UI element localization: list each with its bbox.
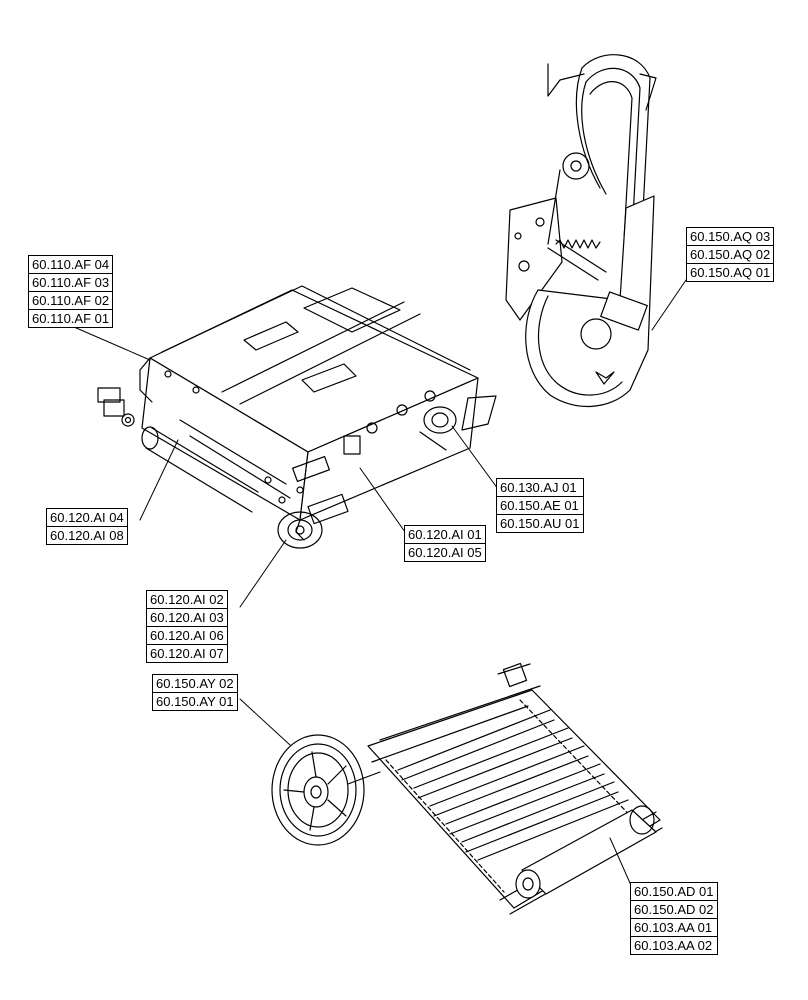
ref-label[interactable]: 60.103.AA 01 — [631, 918, 717, 936]
callout-ay: 60.150.AY 02 60.150.AY 01 — [152, 674, 238, 711]
callout-aq: 60.150.AQ 03 60.150.AQ 02 60.150.AQ 01 — [686, 227, 775, 282]
ref-label[interactable]: 60.120.AI 05 — [405, 543, 485, 561]
belt-drive — [505, 54, 657, 407]
conveyor-housing — [97, 285, 497, 549]
callout-ai4: 60.120.AI 04 60.120.AI 08 — [46, 508, 128, 545]
pulley — [271, 734, 381, 846]
ref-label[interactable]: 60.150.AQ 03 — [690, 229, 771, 244]
ref-label[interactable]: 60.150.AD 01 — [634, 884, 714, 899]
ref-label[interactable]: 60.150.AY 01 — [153, 692, 237, 710]
ref-label[interactable]: 60.120.AI 02 — [150, 592, 224, 607]
ref-label[interactable]: 60.150.AD 02 — [631, 900, 717, 918]
ref-label[interactable]: 60.130.AJ 01 — [500, 480, 577, 495]
ref-label[interactable]: 60.120.AI 04 — [50, 510, 124, 525]
ref-label[interactable]: 60.120.AI 07 — [147, 644, 227, 662]
callout-af: 60.110.AF 04 60.110.AF 03 60.110.AF 02 6… — [28, 255, 114, 328]
slat-conveyor — [367, 662, 663, 915]
ref-label[interactable]: 60.110.AF 02 — [29, 291, 113, 309]
ref-label[interactable]: 60.110.AF 03 — [29, 273, 113, 291]
callout-ad: 60.150.AD 01 60.150.AD 02 60.103.AA 01 6… — [630, 882, 718, 955]
ref-label[interactable]: 60.110.AF 04 — [32, 257, 110, 272]
ref-label[interactable]: 60.103.AA 02 — [631, 936, 717, 954]
callout-ai2: 60.120.AI 02 60.120.AI 03 60.120.AI 06 6… — [146, 590, 228, 663]
ref-label[interactable]: 60.110.AF 01 — [29, 309, 113, 327]
ref-label[interactable]: 60.150.AY 02 — [156, 676, 234, 691]
ref-label[interactable]: 60.150.AE 01 — [497, 496, 583, 514]
ref-label[interactable]: 60.120.AI 06 — [147, 626, 227, 644]
ref-label[interactable]: 60.150.AU 01 — [497, 514, 583, 532]
ref-label[interactable]: 60.120.AI 03 — [147, 608, 227, 626]
ref-label[interactable]: 60.120.AI 01 — [408, 527, 482, 542]
ref-label[interactable]: 60.120.AI 08 — [47, 526, 127, 544]
ref-label[interactable]: 60.150.AQ 01 — [687, 263, 774, 281]
callout-ai1: 60.120.AI 01 60.120.AI 05 — [404, 525, 486, 562]
callout-aj: 60.130.AJ 01 60.150.AE 01 60.150.AU 01 — [496, 478, 584, 533]
ref-label[interactable]: 60.150.AQ 02 — [687, 245, 774, 263]
